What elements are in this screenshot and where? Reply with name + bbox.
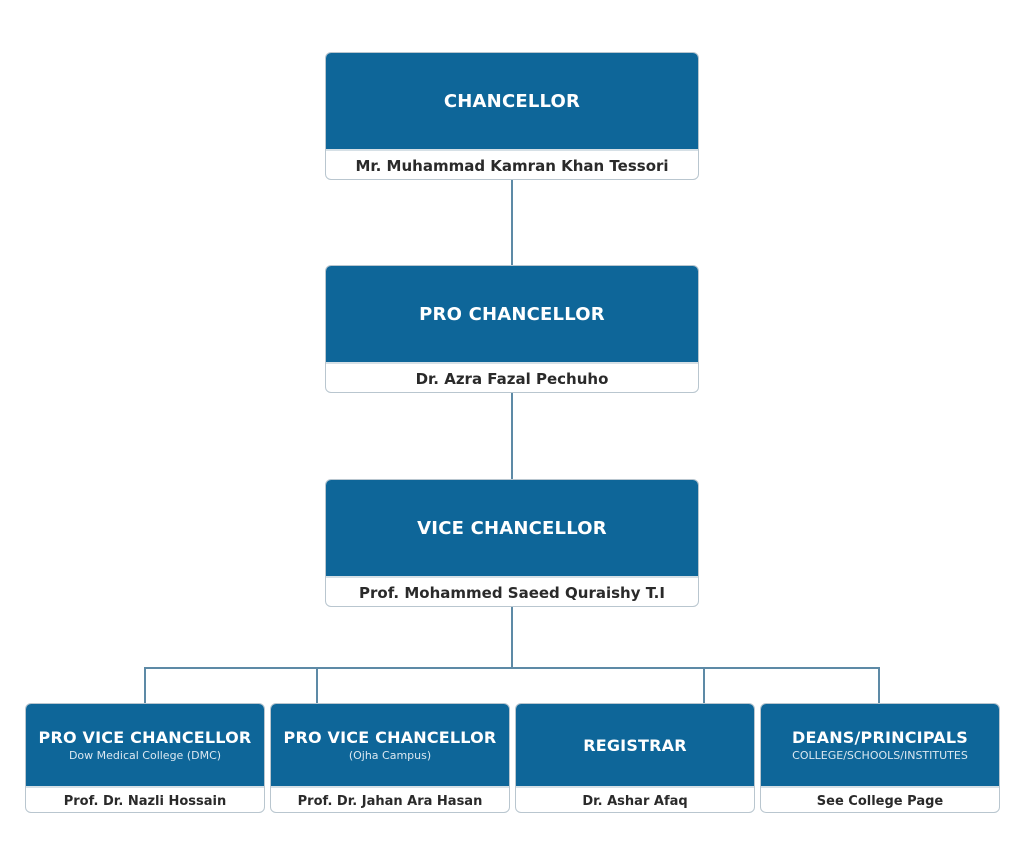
role-title: PRO CHANCELLOR (419, 303, 605, 325)
person-name: Dr. Ashar Afaq (582, 793, 688, 809)
role-title: DEANS/PRINCIPALS (792, 728, 968, 747)
registrar-box: REGISTRAR Dr. Ashar Afaq (515, 703, 755, 813)
chancellor-box: CHANCELLOR Mr. Muhammad Kamran Khan Tess… (325, 52, 699, 180)
person-name: Prof. Mohammed Saeed Quraishy T.I (359, 584, 665, 602)
connector-line (144, 667, 146, 703)
connector-line (511, 180, 513, 265)
connector-line (316, 667, 318, 703)
role-title: PRO VICE CHANCELLOR (38, 728, 252, 747)
pro-vc-dmc-box: PRO VICE CHANCELLOR Dow Medical College (… (25, 703, 265, 813)
connector-line (144, 667, 880, 669)
pro-vc-ojha-box: PRO VICE CHANCELLOR (Ojha Campus) Prof. D… (270, 703, 510, 813)
connector-line (511, 607, 513, 669)
connector-line (878, 667, 880, 703)
role-subtitle: Dow Medical College (DMC) (68, 749, 222, 762)
role-title: CHANCELLOR (443, 90, 581, 112)
person-name: Prof. Dr. Nazli Hossain (63, 793, 227, 809)
connector-line (703, 667, 705, 703)
deans-principals-box: DEANS/PRINCIPALS COLLEGE/SCHOOLS/INSTITUT… (760, 703, 1000, 813)
role-subtitle: COLLEGE/SCHOOLS/INSTITUTES (792, 749, 968, 762)
person-name: Dr. Azra Fazal Pechuho (415, 370, 609, 388)
person-name: Mr. Muhammad Kamran Khan Tessori (355, 157, 669, 175)
pro-chancellor-box: PRO CHANCELLOR Dr. Azra Fazal Pechuho (325, 265, 699, 393)
person-name: Prof. Dr. Jahan Ara Hasan (297, 793, 483, 809)
role-title: PRO VICE CHANCELLOR (283, 728, 497, 747)
see-college-page-link[interactable]: See College Page (816, 793, 944, 809)
vice-chancellor-box: VICE CHANCELLOR Prof. Mohammed Saeed Qur… (325, 479, 699, 607)
role-subtitle: (Ojha Campus) (348, 749, 432, 762)
connector-line (511, 393, 513, 479)
role-title: VICE CHANCELLOR (417, 517, 607, 539)
role-title: REGISTRAR (583, 735, 687, 755)
